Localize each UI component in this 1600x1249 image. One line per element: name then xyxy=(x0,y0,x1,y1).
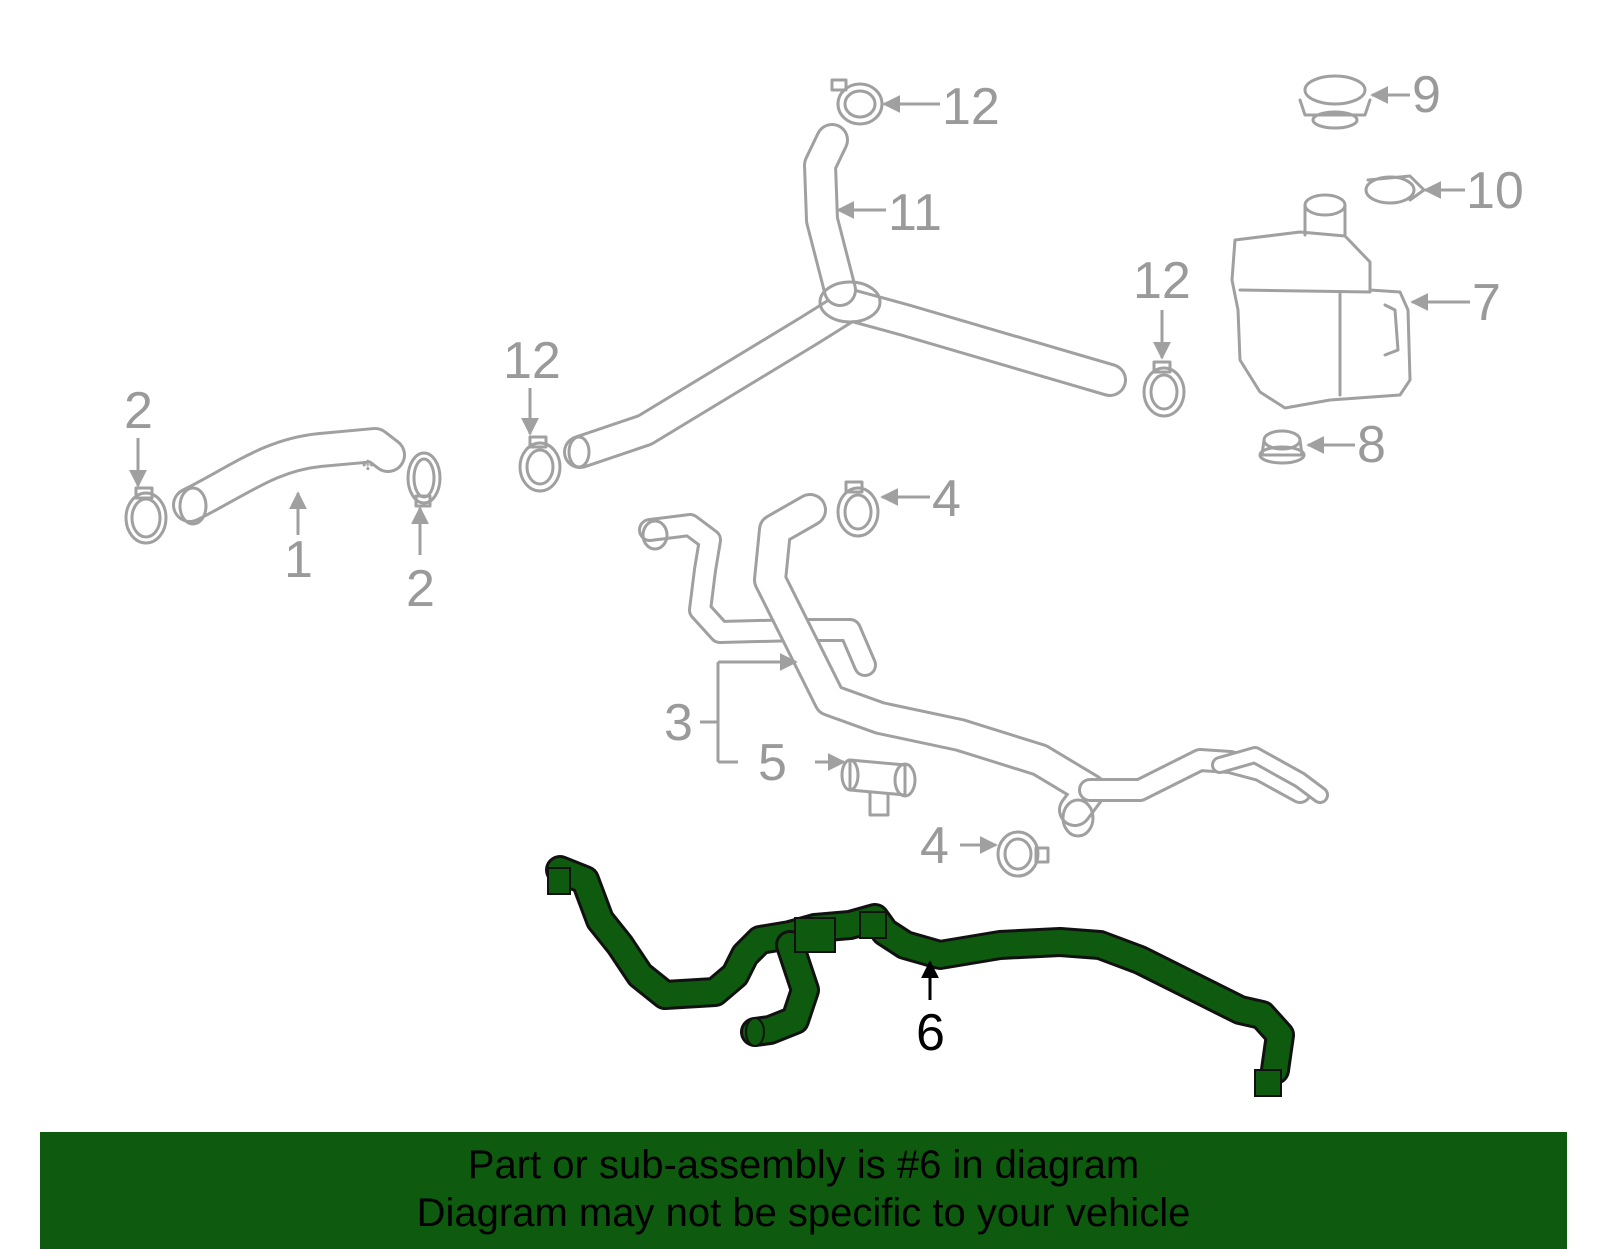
callout-12-right: 12 xyxy=(1133,252,1191,310)
part-8-grommet xyxy=(1258,429,1306,465)
part-2-clamp-right xyxy=(406,451,442,508)
callout-2-left: 2 xyxy=(124,382,153,440)
part-11-y-hose xyxy=(563,123,1127,469)
callout-10: 10 xyxy=(1466,162,1524,220)
part-1-hose: ✣ xyxy=(172,427,406,526)
callout-4-upper: 4 xyxy=(932,470,961,528)
leader-lines xyxy=(129,86,1470,1000)
callout-5: 5 xyxy=(758,734,787,792)
banner-line-1: Part or sub-assembly is #6 in diagram xyxy=(467,1143,1140,1187)
part-2-clamp-left xyxy=(124,486,168,545)
part-7-reservoir xyxy=(1230,193,1412,410)
part-12-clamp-right xyxy=(1142,360,1186,418)
part-12-clamp-top xyxy=(830,78,884,126)
info-banner: Part or sub-assembly is #6 in diagram Di… xyxy=(40,1132,1567,1249)
part-5-fitting xyxy=(840,758,917,817)
part-10-seal xyxy=(1364,174,1426,205)
part-9-cap xyxy=(1298,74,1372,130)
part-6-heater-hose xyxy=(545,855,1295,1097)
callout-12-left: 12 xyxy=(503,332,561,390)
callout-2-right: 2 xyxy=(406,560,435,618)
banner-line-2: Diagram may not be specific to your vehi… xyxy=(416,1191,1191,1235)
callout-12-top: 12 xyxy=(942,78,1000,136)
callout-11: 11 xyxy=(888,184,942,242)
part-4-clamp-lower xyxy=(996,830,1050,878)
svg-text:✣: ✣ xyxy=(362,457,374,473)
callout-3: 3 xyxy=(664,694,693,752)
part-12-clamp-left xyxy=(518,435,562,493)
part-3-hose-assembly xyxy=(638,493,1329,838)
callout-7: 7 xyxy=(1472,274,1501,332)
part-4-clamp-upper xyxy=(836,480,880,538)
callout-9: 9 xyxy=(1412,66,1441,124)
callout-4-lower: 4 xyxy=(920,817,949,875)
callout-1: 1 xyxy=(284,531,313,589)
callout-6: 6 xyxy=(916,1004,945,1062)
callout-8: 8 xyxy=(1357,416,1386,474)
